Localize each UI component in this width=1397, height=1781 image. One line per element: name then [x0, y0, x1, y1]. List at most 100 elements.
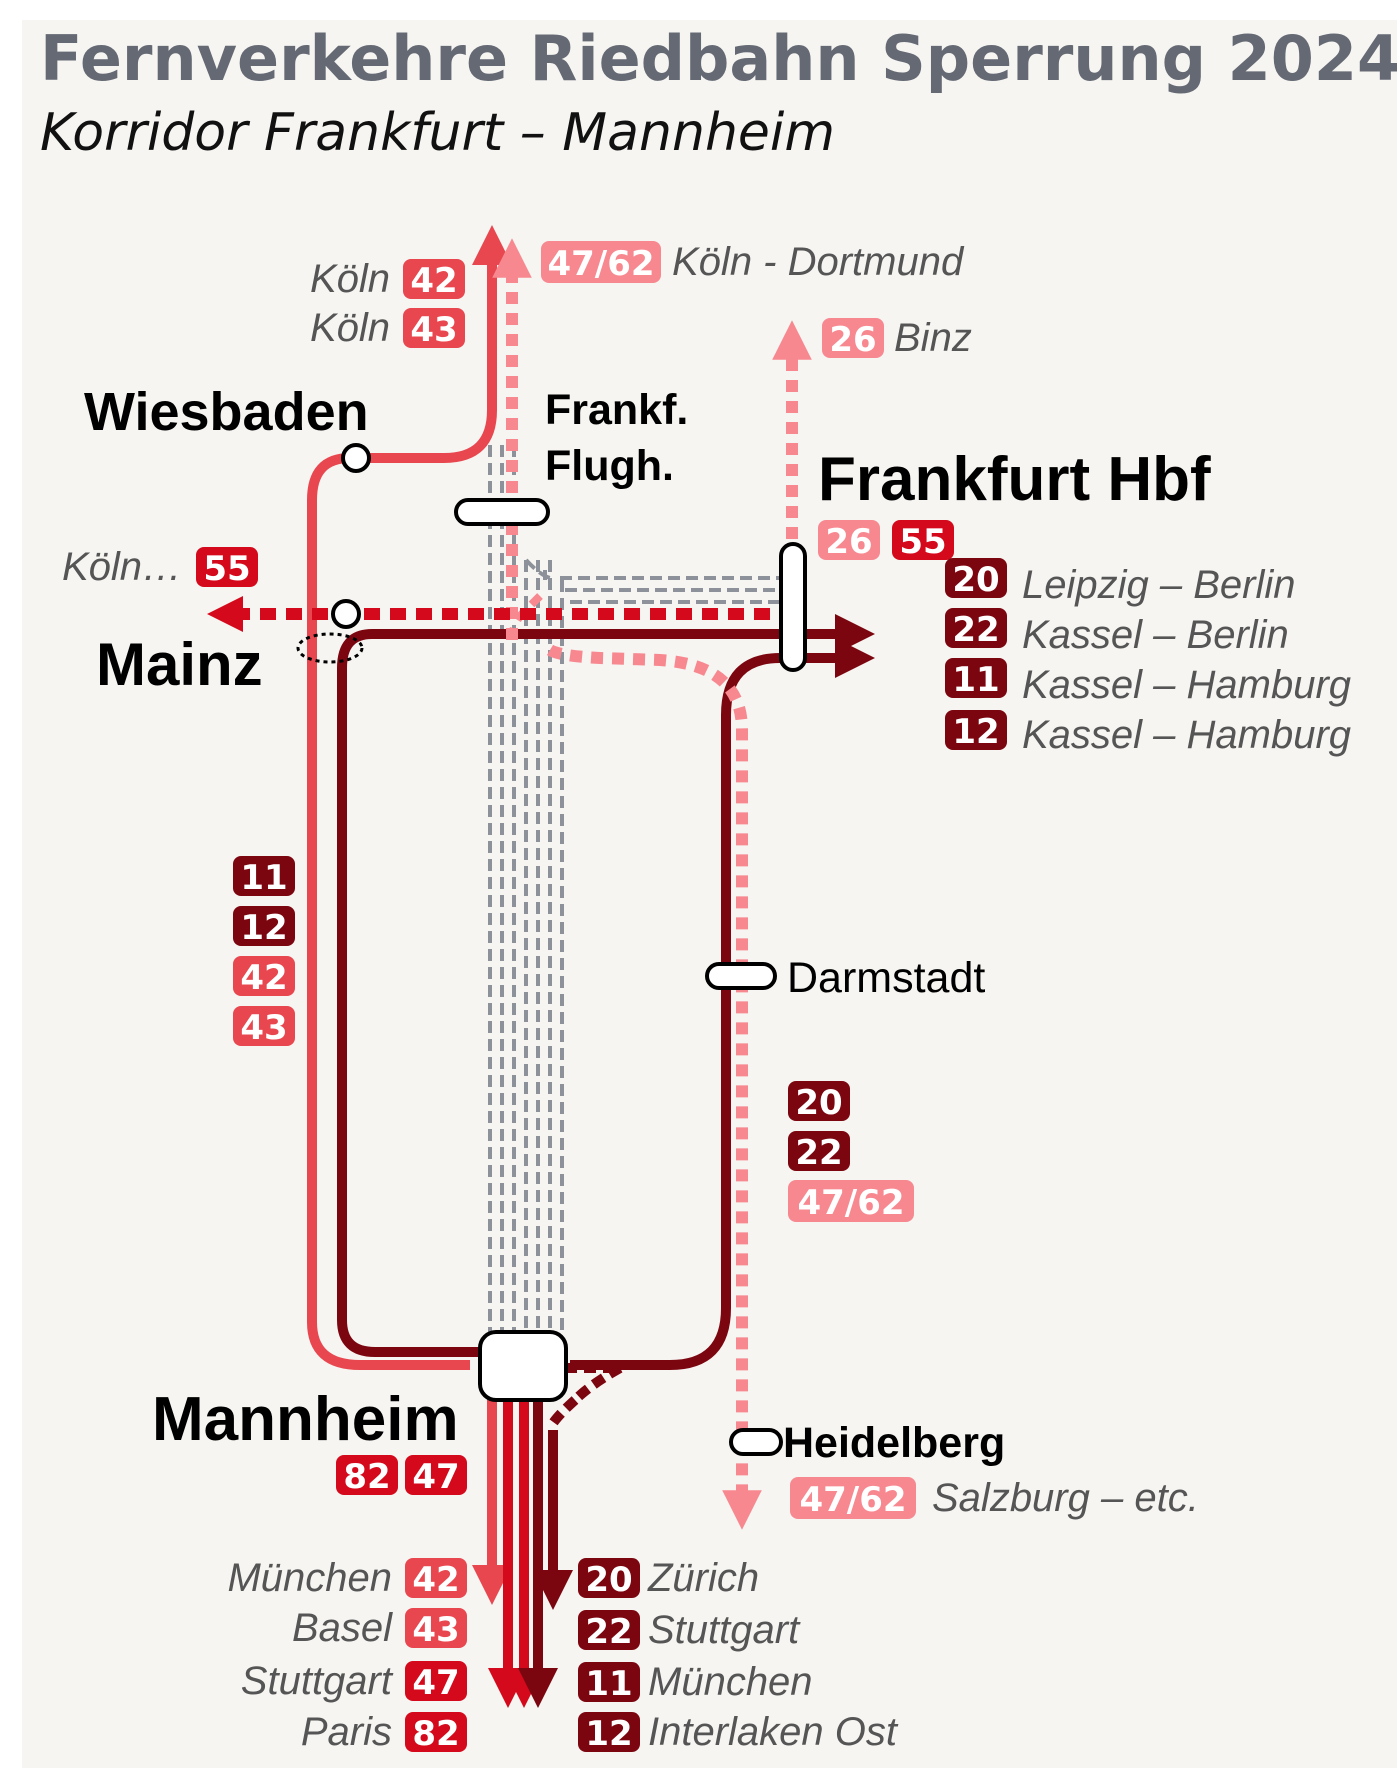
- svg-text:11: 11: [585, 1664, 632, 1704]
- dest-stuttgart-22: Stuttgart: [648, 1608, 801, 1652]
- svg-text:26: 26: [829, 320, 876, 360]
- badge-47-62-right: 47/62: [788, 1180, 914, 1223]
- badge-22-south: 22: [578, 1610, 640, 1652]
- line-42-43-koeln: [307, 258, 497, 1370]
- svg-text:55: 55: [203, 549, 250, 589]
- badge-47-62-salzburg: 47/62: [790, 1477, 916, 1520]
- svg-text:12: 12: [240, 908, 287, 948]
- dest-koeln-42: Köln: [310, 257, 390, 301]
- station-frankfurt-airport-marker: [454, 498, 550, 526]
- station-frankfurt-airport-label-1: Frankf.: [545, 386, 688, 434]
- badge-82-south: 82: [405, 1712, 467, 1754]
- dest-koeln-etc: Köln…: [62, 545, 182, 589]
- badge-82-mannheim: 82: [336, 1455, 398, 1497]
- svg-text:20: 20: [952, 560, 999, 600]
- badge-20-south: 20: [578, 1558, 640, 1600]
- badge-43-south: 43: [405, 1608, 467, 1650]
- badge-47-south: 47: [405, 1661, 467, 1703]
- svg-text:22: 22: [952, 610, 999, 650]
- svg-text:47/62: 47/62: [547, 244, 654, 284]
- station-frankfurt-airport-label-2: Flugh.: [545, 442, 674, 490]
- page-subtitle: Korridor Frankfurt – Mannheim: [40, 103, 835, 163]
- badge-22-right: 22: [788, 1131, 850, 1173]
- badge-42-north: 42: [403, 259, 465, 301]
- link-47-62-airport: [508, 593, 543, 641]
- dest-kassel-berlin: Kassel – Berlin: [1022, 613, 1289, 657]
- badge-47-62-north: 47/62: [541, 241, 661, 284]
- badge-42-south: 42: [405, 1558, 467, 1600]
- dest-stuttgart-47: Stuttgart: [241, 1659, 394, 1703]
- badge-20-right: 20: [788, 1081, 850, 1123]
- dest-muenchen-11: München: [648, 1660, 813, 1704]
- badge-47-mannheim: 47: [405, 1455, 467, 1497]
- station-frankfurt-hbf-marker: [779, 542, 807, 672]
- svg-text:47: 47: [412, 1663, 459, 1703]
- svg-text:42: 42: [240, 958, 287, 998]
- badge-11-left: 11: [233, 856, 295, 898]
- badge-20-leipzig: 20: [945, 558, 1007, 600]
- svg-text:22: 22: [795, 1133, 842, 1173]
- station-darmstadt-label: Darmstadt: [787, 954, 985, 1002]
- dest-muenchen-42: München: [227, 1556, 392, 1600]
- svg-text:12: 12: [952, 712, 999, 752]
- station-wiesbaden-marker: [341, 443, 371, 473]
- svg-text:26: 26: [825, 522, 872, 562]
- svg-text:55: 55: [899, 522, 946, 562]
- svg-text:43: 43: [412, 1610, 459, 1650]
- svg-text:11: 11: [952, 660, 999, 700]
- page-title: Fernverkehre Riedbahn Sperrung 2024: [40, 22, 1397, 95]
- badge-55-koeln: 55: [196, 547, 258, 589]
- svg-text:47/62: 47/62: [797, 1183, 904, 1223]
- dest-basel: Basel: [292, 1606, 393, 1650]
- station-mannheim-marker: [478, 1330, 568, 1402]
- dest-leipzig-berlin: Leipzig – Berlin: [1022, 563, 1296, 607]
- station-mannheim-label: Mannheim: [152, 1385, 459, 1454]
- badge-12-kassel: 12: [945, 710, 1007, 752]
- svg-text:42: 42: [412, 1560, 459, 1600]
- station-mainz-label: Mainz: [96, 631, 263, 698]
- station-frankfurt-hbf-label: Frankfurt Hbf: [818, 445, 1211, 514]
- svg-text:12: 12: [585, 1714, 632, 1754]
- dest-koeln-43: Köln: [310, 306, 390, 350]
- link-mannheim-curve: [571, 1363, 623, 1404]
- dest-interlaken-ost: Interlaken Ost: [648, 1710, 899, 1754]
- svg-text:20: 20: [585, 1560, 632, 1600]
- svg-text:42: 42: [410, 261, 457, 301]
- dest-paris: Paris: [301, 1710, 392, 1754]
- svg-text:47: 47: [412, 1457, 459, 1497]
- line-20-22-darmstadt: [570, 653, 790, 1370]
- badge-42-left: 42: [233, 956, 295, 998]
- badge-26-hbf: 26: [818, 520, 880, 562]
- badge-26-binz: 26: [822, 318, 884, 360]
- dest-kassel-hamburg-11: Kassel – Hamburg: [1022, 663, 1351, 707]
- svg-text:82: 82: [412, 1714, 459, 1754]
- svg-text:22: 22: [585, 1612, 632, 1652]
- line-11-12-mainz: [337, 629, 780, 1357]
- dest-salzburg-etc: Salzburg – etc.: [932, 1476, 1199, 1520]
- dest-binz: Binz: [894, 316, 972, 360]
- svg-text:82: 82: [343, 1457, 390, 1497]
- station-heidelberg-marker: [729, 1428, 783, 1456]
- svg-text:47/62: 47/62: [799, 1480, 906, 1520]
- badge-12-south: 12: [578, 1712, 640, 1754]
- badge-12-left: 12: [233, 906, 295, 948]
- badge-11-south: 11: [578, 1662, 640, 1704]
- svg-text:43: 43: [410, 310, 457, 350]
- station-heidelberg-label: Heidelberg: [783, 1419, 1005, 1467]
- badge-55-hbf: 55: [892, 520, 954, 562]
- link-mannheim-curve-2: [545, 1396, 579, 1431]
- station-darmstadt-marker: [705, 962, 777, 990]
- svg-text:11: 11: [240, 858, 287, 898]
- dest-koeln-dortmund: Köln - Dortmund: [672, 240, 965, 284]
- station-mainz-marker: [331, 599, 361, 629]
- badge-43-left: 43: [233, 1006, 295, 1048]
- badge-11-kassel: 11: [945, 658, 1007, 700]
- dest-kassel-hamburg-12: Kassel – Hamburg: [1022, 713, 1351, 757]
- svg-text:43: 43: [240, 1008, 287, 1048]
- badge-22-kassel: 22: [945, 608, 1007, 650]
- station-wiesbaden-label: Wiesbaden: [84, 382, 369, 442]
- badge-43-north: 43: [403, 308, 465, 350]
- svg-text:20: 20: [795, 1083, 842, 1123]
- dest-zuerich: Zürich: [647, 1556, 759, 1600]
